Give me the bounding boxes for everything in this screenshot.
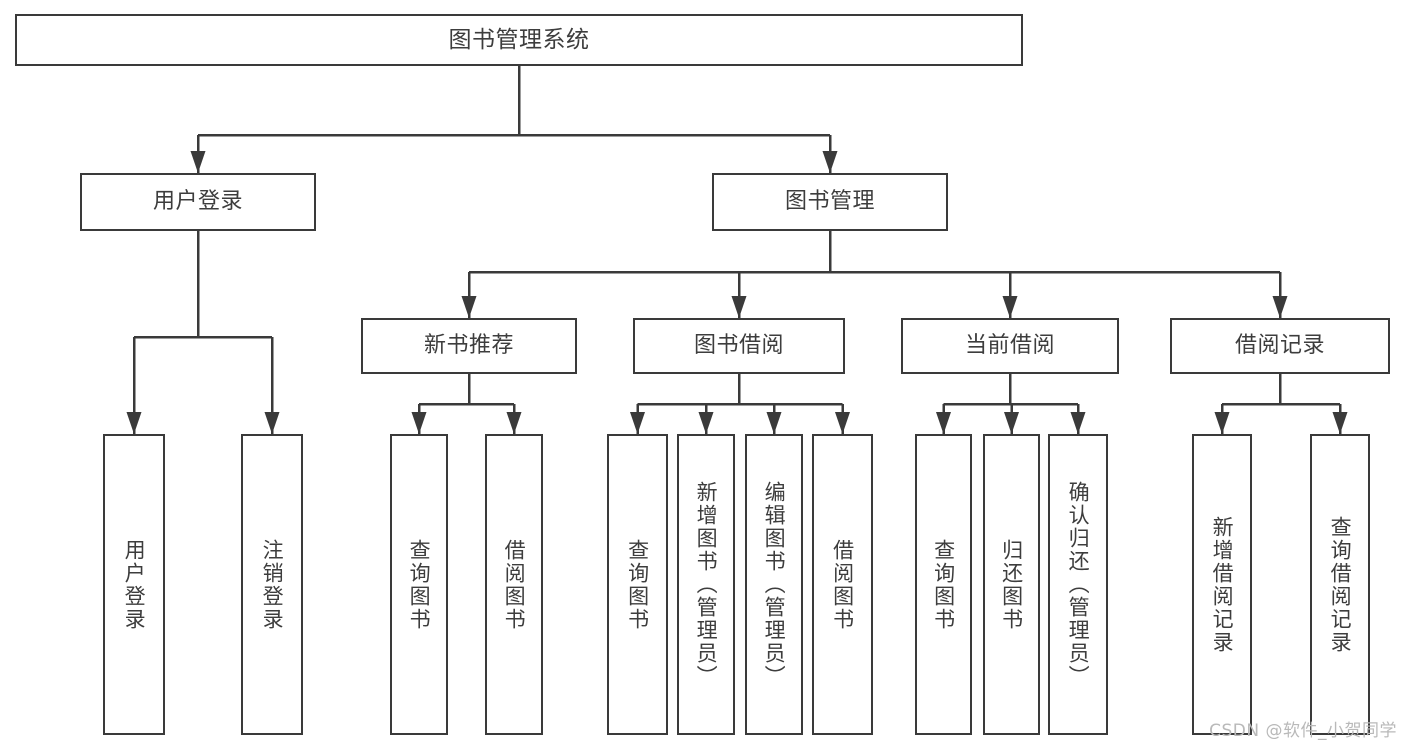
node-leaf-query-book-3: 查询图书	[915, 434, 972, 735]
node-new-book-rec: 新书推荐	[361, 318, 577, 374]
node-user-login: 用户登录	[80, 173, 316, 231]
node-label: 查询图书	[625, 538, 650, 631]
node-book-manage: 图书管理	[712, 173, 948, 231]
node-root: 图书管理系统	[15, 14, 1023, 66]
node-label: 用户登录	[152, 189, 243, 215]
node-leaf-borrow-book-2: 借阅图书	[812, 434, 873, 735]
node-label: 归还图书	[999, 538, 1024, 631]
node-label: 查询图书	[407, 538, 432, 631]
node-leaf-edit-book: 编辑图书（管理员）	[745, 434, 803, 735]
node-label: 查询图书	[931, 538, 956, 631]
node-leaf-borrow-book-1: 借阅图书	[485, 434, 543, 735]
node-leaf-query-record: 查询借阅记录	[1310, 434, 1370, 735]
node-label: 新书推荐	[423, 333, 514, 359]
node-leaf-return-book: 归还图书	[983, 434, 1040, 735]
node-label: 编辑图书（管理员）	[762, 481, 787, 688]
node-label: 借阅记录	[1234, 333, 1325, 359]
node-label: 图书管理	[784, 189, 875, 215]
node-label: 当前借阅	[964, 333, 1055, 359]
node-label: 借阅图书	[502, 538, 527, 631]
node-borrow-record: 借阅记录	[1170, 318, 1390, 374]
node-label: 查询借阅记录	[1328, 515, 1353, 654]
node-leaf-add-record: 新增借阅记录	[1192, 434, 1252, 735]
node-leaf-user-login: 用户登录	[103, 434, 165, 735]
node-leaf-confirm-return: 确认归还（管理员）	[1048, 434, 1108, 735]
node-leaf-add-book: 新增图书（管理员）	[677, 434, 735, 735]
node-leaf-logout: 注销登录	[241, 434, 303, 735]
node-label: 用户登录	[122, 538, 147, 631]
node-label: 新增借阅记录	[1210, 515, 1235, 654]
node-leaf-query-book-2: 查询图书	[607, 434, 668, 735]
node-label: 确认归还（管理员）	[1066, 481, 1091, 688]
node-label: 新增图书（管理员）	[694, 481, 719, 688]
node-label: 注销登录	[260, 538, 285, 631]
node-label: 图书管理系统	[448, 26, 590, 53]
watermark-text: CSDN @软件_小贺同学	[1209, 721, 1397, 741]
node-leaf-query-book-1: 查询图书	[390, 434, 448, 735]
node-label: 图书借阅	[693, 333, 784, 359]
node-current-borrow: 当前借阅	[901, 318, 1119, 374]
node-book-borrow: 图书借阅	[633, 318, 845, 374]
node-label: 借阅图书	[830, 538, 855, 631]
